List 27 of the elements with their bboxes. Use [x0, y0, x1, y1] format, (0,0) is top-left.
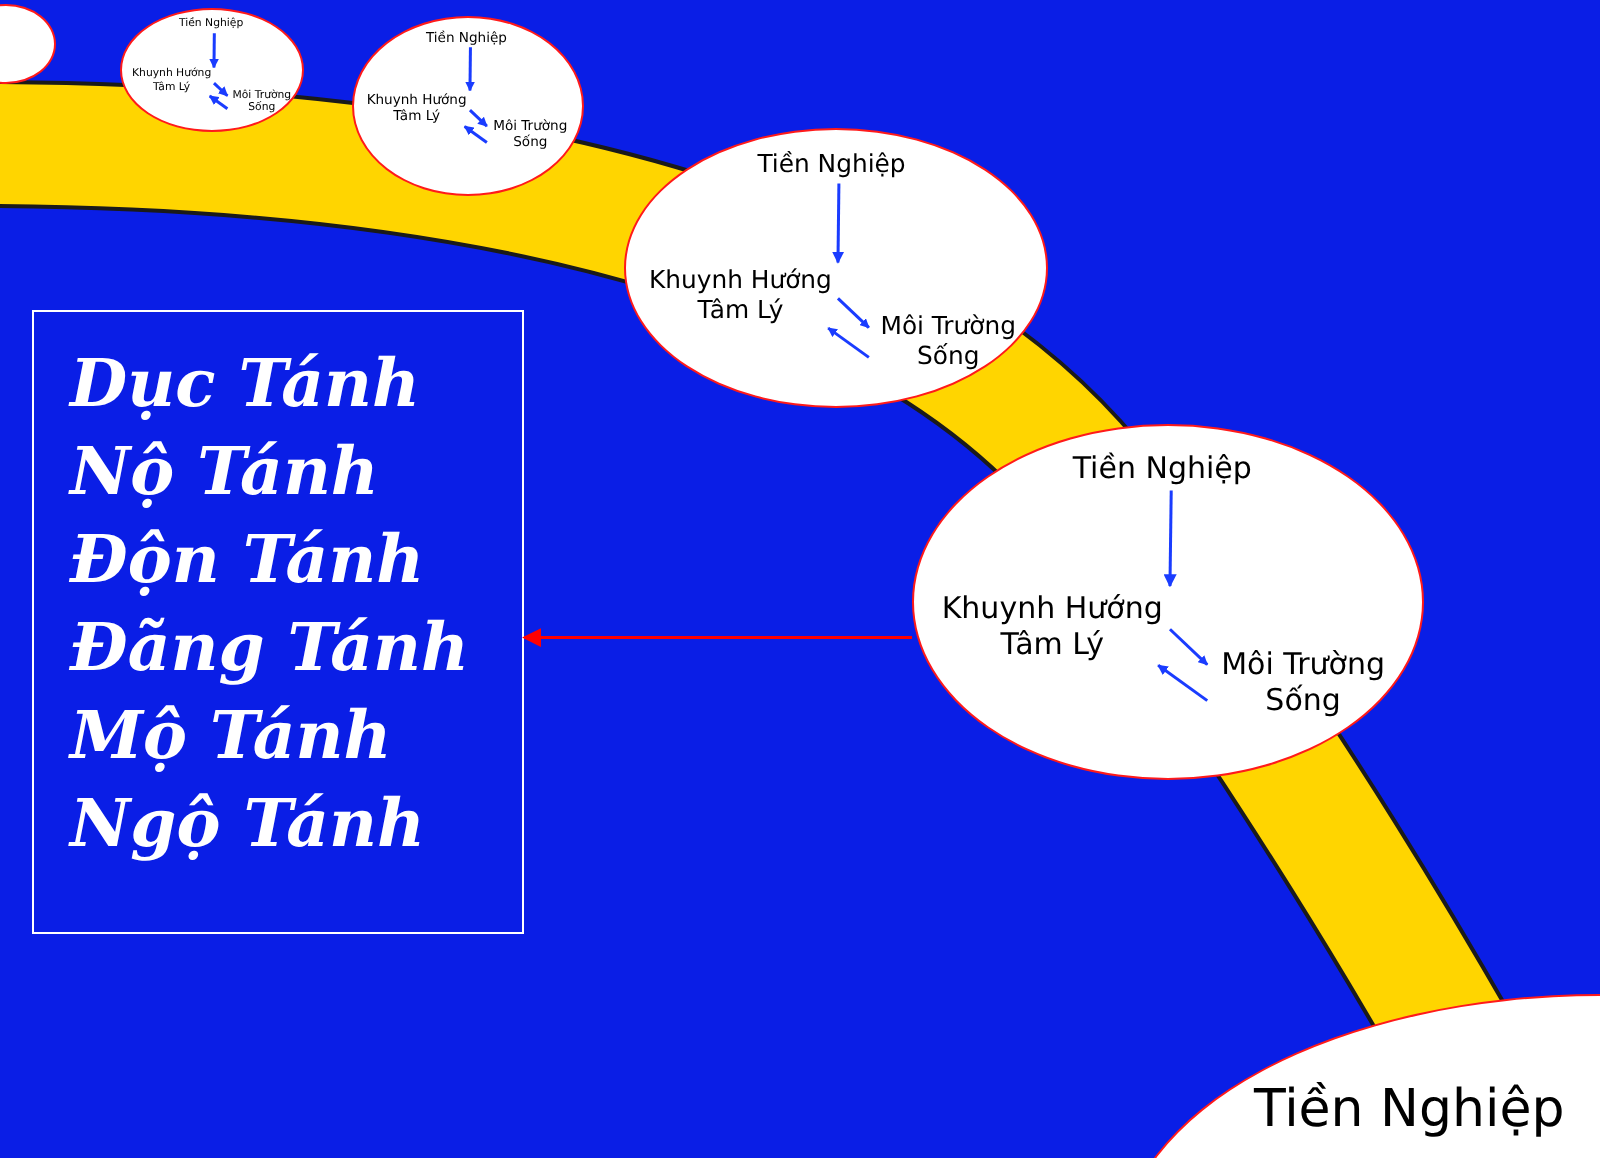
- arrow: [465, 47, 475, 92]
- trait-text: Đãng Tánh: [70, 606, 472, 690]
- arrow: [209, 33, 219, 69]
- arrow: [836, 297, 870, 329]
- text-panel: [32, 310, 524, 934]
- arrow: [827, 326, 870, 359]
- arrow: [1168, 628, 1209, 666]
- trait-text: Ngộ Tánh: [70, 782, 428, 866]
- concept-label: Tiền Nghiệp: [1254, 1080, 1565, 1143]
- arrow: [208, 94, 229, 110]
- trait-text: Mộ Tánh: [70, 694, 394, 778]
- concept-label: Khuynh Hướng Tâm Lý: [642, 265, 838, 326]
- arrow: [212, 81, 229, 97]
- concept-label: Khuynh Hướng Tâm Lý: [934, 589, 1170, 662]
- concept-label: Môi Trường Sống: [1210, 646, 1396, 719]
- arrow: [468, 109, 488, 128]
- arrow: [832, 183, 845, 264]
- arrow: [463, 125, 488, 144]
- concept-label: Môi Trường Sống: [871, 312, 1025, 373]
- concept-label: Tiền Nghiệp: [1072, 450, 1252, 487]
- trait-text: Nộ Tánh: [70, 430, 381, 514]
- arrow: [1163, 490, 1177, 588]
- arrow: [1157, 664, 1209, 702]
- trait-text: Độn Tánh: [70, 518, 427, 602]
- trait-text: Dục Tánh: [70, 342, 422, 426]
- concept-label: Tiền Nghiệp: [757, 150, 906, 181]
- arrow: [522, 628, 912, 648]
